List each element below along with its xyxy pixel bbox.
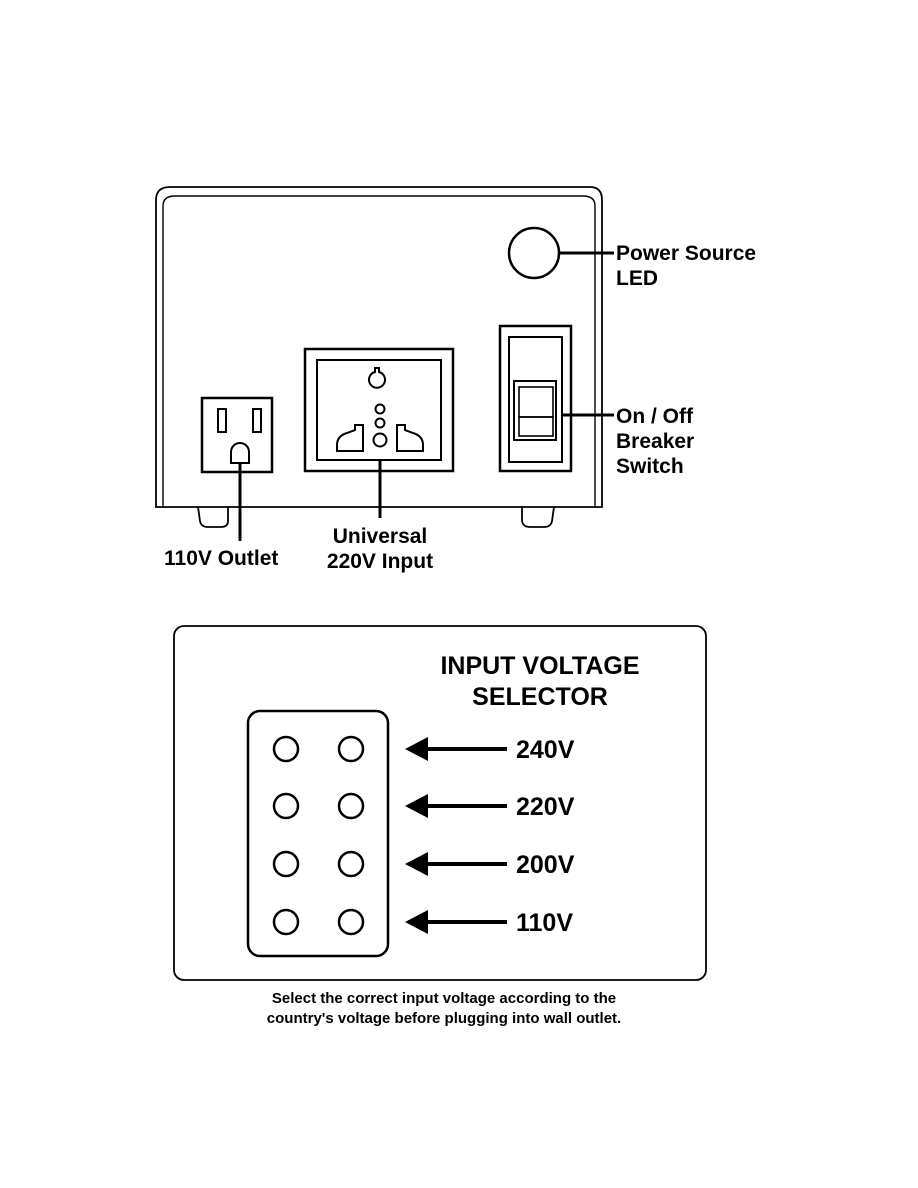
voltage-label: 200V <box>516 851 575 879</box>
selector-title-line2: SELECTOR <box>472 683 608 711</box>
arrow-left-icon <box>405 737 428 761</box>
arrow-left-icon <box>405 794 428 818</box>
terminal-right[interactable] <box>339 910 363 934</box>
right-foot <box>522 507 554 527</box>
caption-line2: country's voltage before plugging into w… <box>267 1010 621 1027</box>
terminal-left[interactable] <box>274 794 298 818</box>
voltage-label: 110V <box>516 909 573 937</box>
terminal-left[interactable] <box>274 737 298 761</box>
breaker-switch-icon[interactable] <box>500 326 571 471</box>
terminal-right[interactable] <box>339 737 363 761</box>
power-led-icon <box>509 228 559 278</box>
terminal-left[interactable] <box>274 910 298 934</box>
outlet-label: 110V Outlet <box>164 547 278 570</box>
power-led-label-line2: LED <box>616 267 658 290</box>
breaker-label-line2: Breaker <box>616 430 694 453</box>
selector-row-200v: 200V <box>274 851 575 879</box>
breaker-label-line3: Switch <box>616 455 684 478</box>
selector-row-240v: 240V <box>274 736 575 764</box>
voltage-label: 220V <box>516 793 575 821</box>
input-label-line2: 220V Input <box>327 550 433 573</box>
selector-title-line1: INPUT VOLTAGE <box>440 652 639 680</box>
universal-input-socket-icon <box>305 349 453 471</box>
caption-line1: Select the correct input voltage accordi… <box>272 990 616 1007</box>
110v-outlet-icon <box>202 398 272 472</box>
terminal-right[interactable] <box>339 852 363 876</box>
breaker-label-line1: On / Off <box>616 405 694 428</box>
voltage-label: 240V <box>516 736 575 764</box>
terminal-left[interactable] <box>274 852 298 876</box>
left-foot <box>198 507 228 527</box>
input-label-line1: Universal <box>333 525 428 548</box>
selector-row-110v: 110V <box>274 909 573 937</box>
power-led-label-line1: Power Source <box>616 242 756 265</box>
terminal-right[interactable] <box>339 794 363 818</box>
arrow-left-icon <box>405 910 428 934</box>
selector-row-220v: 220V <box>274 793 575 821</box>
selector-terminal-block <box>248 711 388 956</box>
arrow-left-icon <box>405 852 428 876</box>
